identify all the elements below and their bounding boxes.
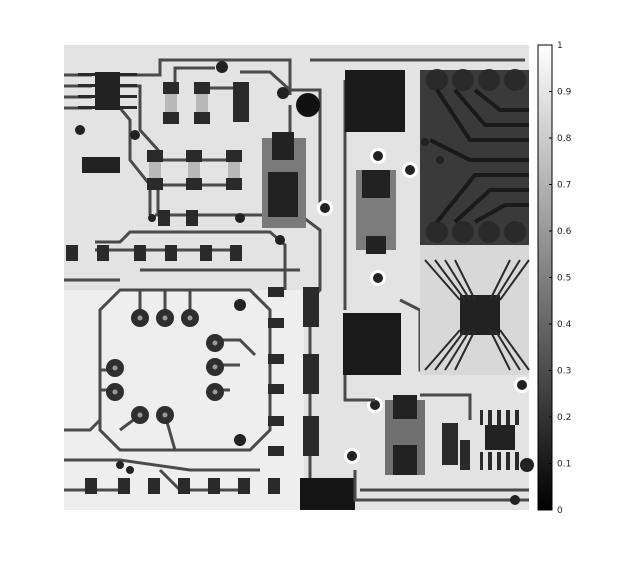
colorbar-tick-label: 0.3	[557, 367, 571, 377]
colorbar-tick-label: 0.5	[557, 274, 571, 284]
colorbar-tick-label: 0.6	[557, 227, 572, 237]
colorbar-tick-label: 0.9	[557, 88, 572, 98]
colorbar-tick-label: 0.8	[557, 134, 572, 144]
colorbar-tick-label: 0.7	[557, 181, 571, 191]
colorbar: 0 0.1 0.2 0.3 0.4 0.5 0.6 0.7 0.8 0.9 1	[537, 41, 572, 516]
pcb-xray-image	[64, 45, 534, 510]
colorbar-tick-label: 0.2	[557, 413, 571, 423]
colorbar-tick-label: 0.1	[557, 460, 571, 470]
colorbar-tick-label: 0.4	[557, 320, 572, 330]
colorbar-ticks: 0 0.1 0.2 0.3 0.4 0.5 0.6 0.7 0.8 0.9 1	[549, 41, 572, 516]
colorbar-tick-label: 0	[557, 506, 563, 516]
colorbar-tick-label: 1	[557, 41, 563, 51]
